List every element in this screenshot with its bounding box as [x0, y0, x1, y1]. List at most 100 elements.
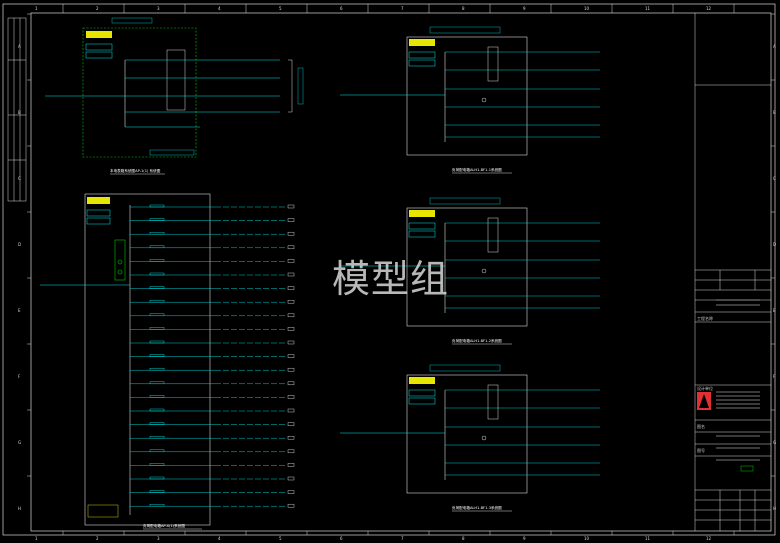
branch-breaker: [149, 367, 165, 371]
frame-letter-left: F: [18, 374, 21, 379]
caption-top-left: 本电表箱系统图AP-1(1) 系统图: [110, 168, 161, 173]
watermark: 模型组: [332, 257, 450, 301]
panel-title-block: [409, 210, 435, 217]
schematic-right-column: 负荷配电箱ALH1-BF1-1系统图负荷配电箱ALH1-BF1-2系统图负荷配电…: [340, 26, 600, 512]
frame-number-top: 12: [706, 6, 712, 11]
branch-load-tag: [287, 327, 295, 331]
frame-letter-left: D: [18, 242, 21, 247]
frame-number-top: 4: [218, 6, 221, 11]
left-revision-strip: [7, 17, 27, 202]
right-panel-caption: 负荷配电箱ALH1-BF1-2系统图: [452, 338, 502, 343]
frame-letter-left: E: [18, 308, 21, 313]
schematic-top-left: 本电表箱系统图AP-1(1) 系统图: [45, 17, 304, 175]
schematic-big-left: 负荷配电箱AP-X(1)系统图: [40, 193, 295, 530]
right-panel-caption: 负荷配电箱ALH1-BF1-3系统图: [452, 505, 502, 510]
branch-breaker: [149, 449, 165, 453]
frame-letter-right: A: [773, 44, 776, 49]
frame-letter-left: H: [18, 506, 21, 511]
branch-breaker: [149, 231, 165, 235]
contactor-block: [487, 46, 499, 82]
stamp-green: [740, 465, 754, 472]
company-logo-icon: [697, 392, 711, 410]
project-label: 工程名称: [697, 316, 713, 321]
frame-number-top: 8: [462, 6, 465, 11]
frame-number-top: 9: [523, 6, 526, 11]
branch-load-tag: [287, 490, 295, 494]
frame-number-bottom: 7: [401, 536, 404, 541]
branch-load-tag: [287, 313, 295, 318]
branch-load-tag: [287, 422, 295, 426]
branch-load-tag: [287, 272, 295, 277]
frame-number-top: 2: [96, 6, 99, 11]
branch-load-tag: [287, 435, 295, 440]
right-panel-2: 负荷配电箱ALH1-BF1-2系统图: [340, 197, 600, 345]
frame-number-top: 7: [401, 6, 404, 11]
title-block-text-lines: [716, 299, 760, 461]
branch-load-tag: [287, 340, 295, 345]
frame-number-bottom: 3: [157, 536, 160, 541]
frame-letter-left: G: [18, 440, 21, 445]
branch-breaker: [149, 245, 165, 249]
branch-breaker: [149, 354, 165, 357]
branch-load-tag: [287, 286, 295, 290]
frame-number-bottom: 11: [645, 536, 651, 541]
frame-number-bottom: 2: [96, 536, 99, 541]
branch-breaker: [149, 381, 165, 385]
branch-load-tag: [287, 367, 295, 372]
branch-breaker: [149, 395, 165, 398]
branch-load-tag: [287, 463, 295, 467]
branch-load-tag: [287, 245, 295, 250]
branch-breaker: [149, 204, 165, 208]
branch-breaker: [149, 313, 165, 317]
branch-breaker: [149, 422, 165, 425]
branch-breaker: [149, 272, 165, 276]
contactor-block: [487, 217, 499, 253]
branch-load-tag: [287, 381, 295, 386]
branch-breaker: [149, 476, 165, 480]
branch-load-tag: [287, 218, 295, 222]
frame-number-top: 3: [157, 6, 160, 11]
branch-load-tag: [287, 259, 295, 263]
right-panel-3: 负荷配电箱ALH1-BF1-3系统图: [340, 364, 600, 512]
branch-breaker: [149, 503, 165, 507]
frame-letter-left: B: [18, 110, 21, 115]
frame-number-bottom: 4: [218, 536, 221, 541]
branch-breaker: [149, 218, 165, 221]
frame-letter-right: H: [773, 506, 776, 511]
branch-load-tag: [287, 476, 295, 481]
branch-load-tag: [287, 354, 295, 358]
branch-load-tag: [287, 231, 295, 236]
contactor-block: [487, 384, 499, 420]
right-panel-caption: 负荷配电箱ALH1-BF1-1系统图: [452, 167, 502, 172]
frame-letter-right: F: [773, 374, 776, 379]
branch-breaker: [149, 259, 165, 262]
panel-title-block: [409, 39, 435, 46]
drawing-frame: [2, 3, 776, 536]
branch-breaker: [149, 286, 165, 289]
frame-number-bottom: 5: [279, 536, 282, 541]
frame-number-bottom: 1: [35, 536, 38, 541]
branch-breaker: [149, 299, 165, 303]
branch-load-tag: [287, 299, 295, 304]
title-block: [694, 13, 771, 531]
frame-letter-right: D: [773, 242, 776, 247]
frame-number-bottom: 10: [584, 536, 590, 541]
frame-number-top: 6: [340, 6, 343, 11]
branch-breaker: [149, 408, 165, 412]
right-panel-1: 负荷配电箱ALH1-BF1-1系统图: [340, 26, 600, 174]
frame-letter-right: G: [773, 440, 776, 445]
frame-number-top: 1: [35, 6, 38, 11]
caption-big-left: 负荷配电箱AP-X(1)系统图: [143, 523, 185, 528]
frame-ticks: [27, 4, 775, 535]
frame-number-bottom: 8: [462, 536, 465, 541]
frame-number-bottom: 12: [706, 536, 712, 541]
frame-number-top: 10: [584, 6, 590, 11]
branch-breaker: [149, 463, 165, 466]
drawing-label: 图名: [697, 424, 705, 429]
frame-letter-right: C: [773, 176, 776, 181]
frame-number-top: 11: [645, 6, 651, 11]
drawing-no-label: 图号: [697, 448, 705, 453]
branch-breaker: [149, 435, 165, 439]
